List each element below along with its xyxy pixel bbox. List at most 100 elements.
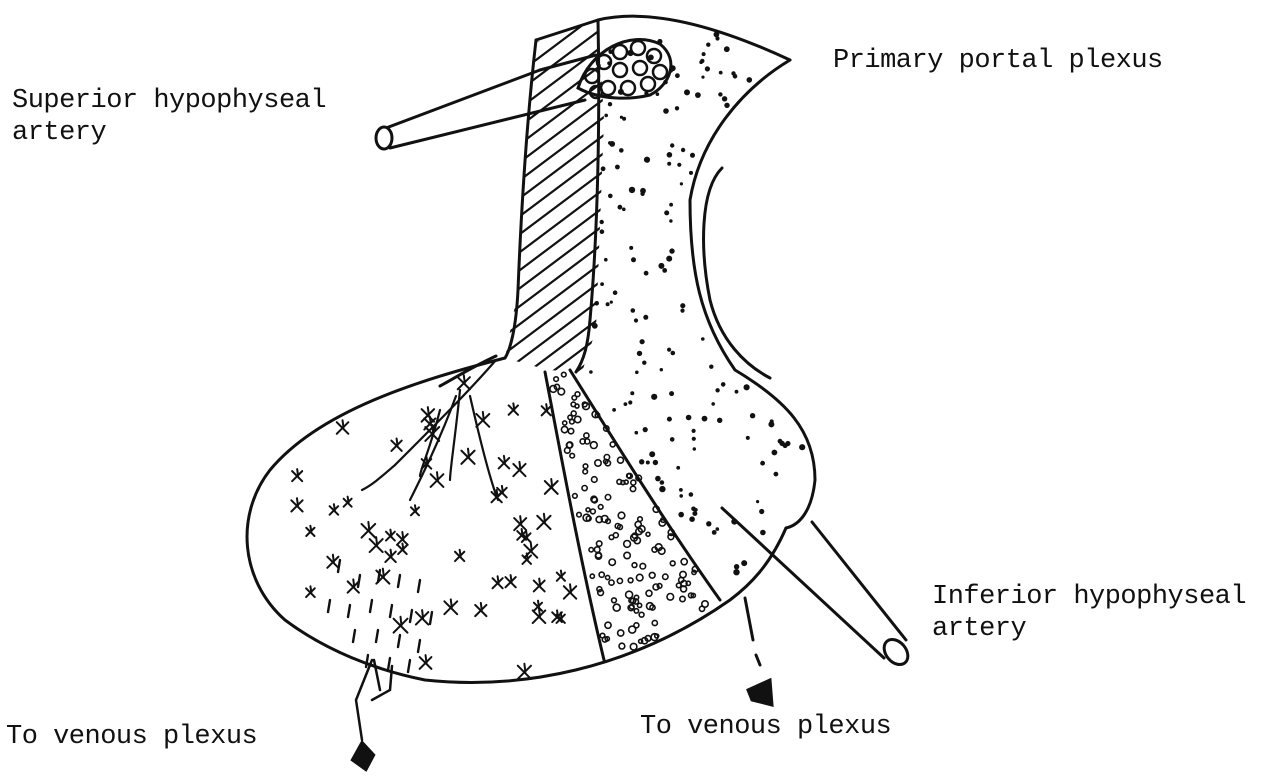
stipple-dot [663, 80, 668, 85]
cell-mark [518, 664, 531, 679]
stipple-dot [715, 388, 719, 392]
stipple-dot [604, 258, 608, 262]
stipple-dot [643, 315, 648, 320]
cell-mark [306, 586, 315, 597]
hatch-line [480, 450, 640, 570]
hatch-line [480, 252, 640, 372]
stipple-dot [608, 102, 612, 106]
stipple-dot [666, 256, 672, 262]
cell-mark [557, 571, 565, 581]
stipple-dot [600, 220, 604, 224]
cell-mark [386, 530, 395, 541]
cell-mark [444, 599, 457, 614]
granule [624, 541, 631, 548]
hatch-line [480, 504, 640, 624]
stipple-dot [714, 32, 720, 38]
stipple-dot [719, 71, 723, 75]
granule [573, 494, 578, 499]
stipple-dot [699, 60, 703, 64]
cell-mark [416, 610, 428, 624]
cell-mark [394, 617, 408, 633]
hatch-line [480, 126, 640, 246]
label-to-venous-plexus-left: To venous plexus [6, 722, 257, 752]
stipple-dot [735, 390, 739, 394]
stipple-dot [600, 282, 604, 286]
stipple-dot [711, 402, 715, 406]
stipple-dot [615, 165, 620, 170]
hatch-line [480, 324, 640, 444]
stipple-dot [601, 166, 606, 171]
cell-mark [534, 601, 542, 611]
stipple-dot [741, 560, 747, 566]
stipple-dot [675, 73, 680, 78]
granule [679, 577, 684, 582]
stipple-dot [608, 194, 613, 199]
hatch-line [480, 702, 640, 783]
stipple-dot [724, 46, 730, 52]
stipple-dot [630, 391, 634, 395]
granule [634, 623, 639, 628]
stipple-dot [692, 511, 697, 516]
granule [618, 512, 625, 519]
granule [606, 575, 610, 579]
granule [634, 609, 638, 613]
dash-mark [390, 605, 392, 617]
stipple-dot [669, 391, 674, 396]
cell-mark [475, 603, 486, 616]
granule [609, 580, 614, 585]
label-inferior-hypophyseal-artery-line2: artery [932, 614, 1026, 644]
stipple-dot [750, 413, 755, 418]
cell-mark [362, 522, 376, 538]
cell-mark [455, 550, 464, 561]
stipple-dot [722, 96, 727, 101]
granule [663, 574, 668, 579]
stipple-dot [628, 400, 632, 404]
cell-mark [344, 497, 352, 507]
stipple-dot [643, 427, 648, 432]
cell-mark [330, 504, 339, 515]
granule [639, 639, 643, 643]
posterior-lobe-stipple [589, 32, 805, 576]
stipple-dot [604, 114, 608, 118]
stipple-dot [653, 460, 658, 465]
venous-drain-left [352, 660, 392, 770]
granule [605, 495, 610, 500]
stipple-dot [692, 437, 696, 441]
dash-mark [398, 575, 400, 587]
stipple-dot [686, 415, 692, 421]
stipple-dot [678, 512, 684, 518]
cell-mark [422, 407, 435, 422]
granule [610, 442, 615, 447]
stipple-dot [760, 461, 765, 466]
stipple-dot [731, 519, 737, 525]
label-inferior-hypophyseal-artery-line1: Inferior hypophyseal [932, 582, 1246, 612]
stipple-dot [639, 459, 644, 464]
stipple-dot [629, 187, 635, 193]
hatch-line [480, 270, 640, 390]
dash-mark [328, 600, 330, 612]
hatch-line [480, 486, 640, 606]
dash-mark [353, 630, 355, 642]
cell-mark [327, 555, 338, 568]
stipple-dot [635, 371, 639, 375]
stipple-dot [646, 461, 650, 465]
stipple-dot [660, 368, 663, 371]
stipple-dot [635, 431, 639, 435]
hatch-line [480, 576, 640, 696]
hatch-line [480, 0, 640, 12]
stipple-dot [680, 303, 685, 308]
cell-mark [542, 404, 551, 415]
stipple-dot [690, 153, 695, 158]
hatch-line [480, 36, 640, 156]
granule [702, 601, 708, 607]
granule [646, 532, 650, 536]
cell-mark [411, 505, 419, 515]
stipple-dot [624, 402, 628, 406]
superior-hypophyseal-artery-vessel [376, 55, 596, 149]
gland-outline [247, 16, 815, 682]
stipple-dot [659, 486, 665, 492]
granule [613, 604, 620, 611]
cell-mark [517, 529, 526, 540]
stipple-dot [648, 55, 654, 61]
stipple-dot [744, 384, 750, 390]
